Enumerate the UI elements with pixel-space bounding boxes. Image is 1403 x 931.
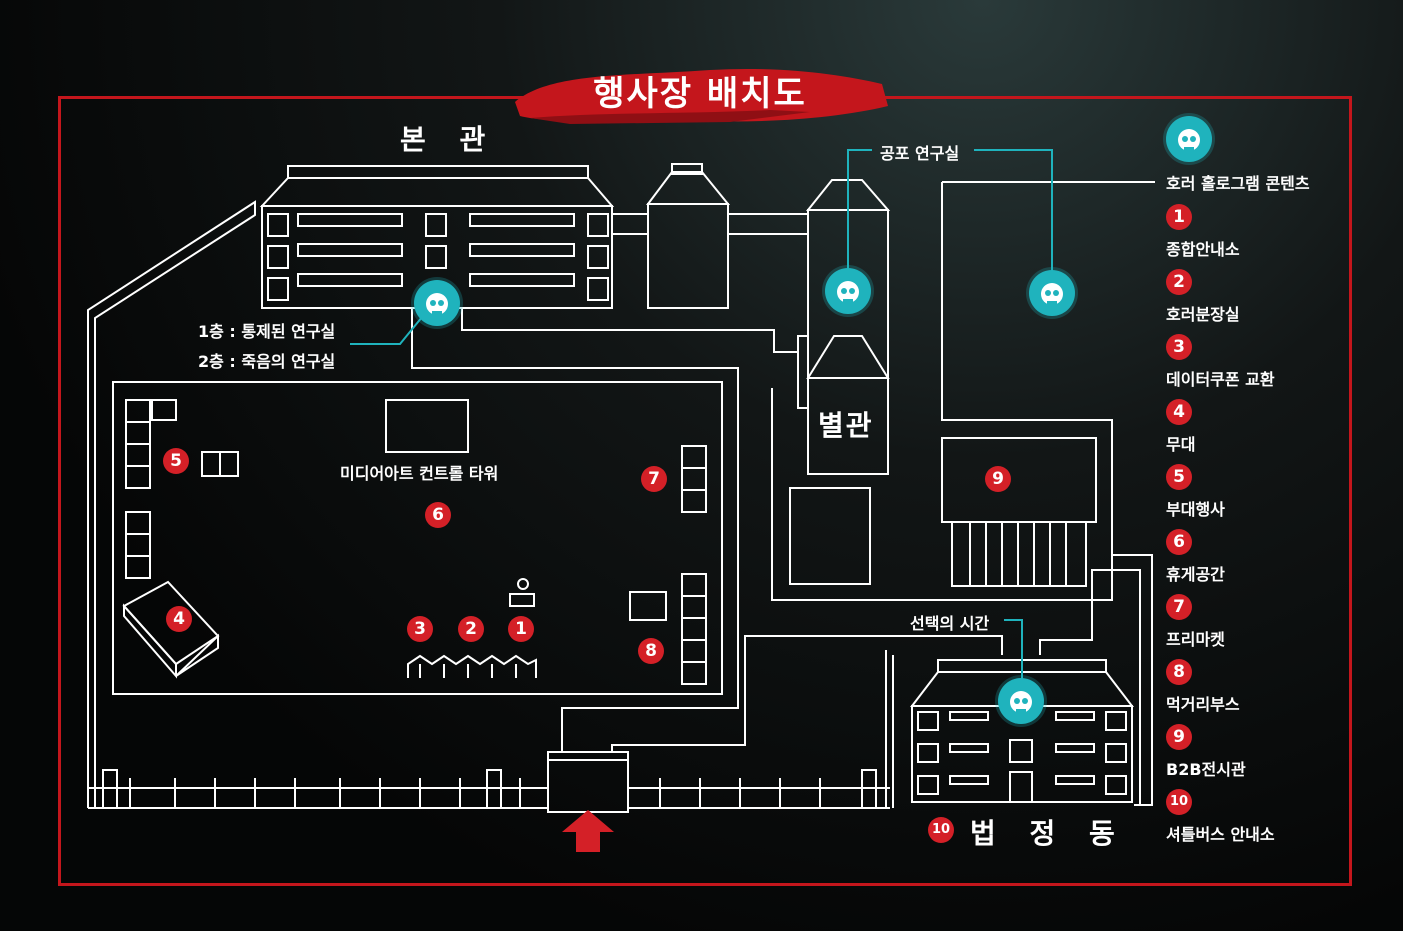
horror-hologram-icon — [414, 280, 460, 326]
legend-badge-9: 9 — [1166, 724, 1192, 750]
legend-badge-4: 4 — [1166, 399, 1192, 425]
map-badge-8: 8 — [638, 638, 664, 664]
legend-badge-2: 2 — [1166, 269, 1192, 295]
legend-label-6: 휴게공간 — [1166, 565, 1225, 584]
legend-badge-8: 8 — [1166, 659, 1192, 685]
legend-badge-7: 7 — [1166, 594, 1192, 620]
map-badge-10: 10 — [928, 817, 954, 843]
legend-badge-10: 10 — [1166, 789, 1192, 815]
fear-lab-label: 공포 연구실 — [880, 144, 960, 163]
floor2-label: 2층 : 죽음의 연구실 — [198, 352, 336, 371]
court-label: 법 정 동 — [970, 817, 1127, 850]
map-badge-5: 5 — [163, 448, 189, 474]
legend-label-7: 프리마켓 — [1166, 630, 1225, 649]
legend-label-8: 먹거리부스 — [1166, 695, 1240, 714]
map-badge-9: 9 — [985, 466, 1011, 492]
horror-hologram-icon — [998, 678, 1044, 724]
horror-hologram-icon — [1029, 270, 1075, 316]
map-badge-2: 2 — [458, 616, 484, 642]
left-fence — [87, 200, 256, 808]
main-hall-label: 본 관 — [400, 123, 498, 156]
floor1-label: 1층 : 통제된 연구실 — [198, 322, 336, 341]
legend-label-1: 종합안내소 — [1166, 240, 1240, 259]
legend-label-9: B2B전시관 — [1166, 760, 1246, 779]
legend-badge-3: 3 — [1166, 334, 1192, 360]
legend-label-4: 무대 — [1166, 435, 1196, 454]
media-tower-label: 미디어아트 컨트롤 타워 — [340, 464, 499, 483]
legend-label-10: 셔틀버스 안내소 — [1166, 825, 1275, 844]
legend-horror-icon — [1166, 116, 1212, 162]
legend-horror-label: 호러 홀로그램 콘텐츠 — [1166, 174, 1310, 193]
legend-badge-5: 5 — [1166, 464, 1192, 490]
horror-hologram-icon — [825, 268, 871, 314]
legend-badge-6: 6 — [1166, 529, 1192, 555]
map-badge-7: 7 — [641, 466, 667, 492]
legend-label-5: 부대행사 — [1166, 500, 1225, 519]
map-badge-3: 3 — [407, 616, 433, 642]
title-brush-stroke — [515, 68, 888, 124]
map-badge-4: 4 — [166, 606, 192, 632]
legend-label-3: 데이터쿠폰 교환 — [1166, 370, 1275, 389]
entrance-arrow — [562, 810, 614, 852]
annex-label: 별관 — [818, 409, 874, 442]
legend-badge-1: 1 — [1166, 204, 1192, 230]
page-title: 행사장 배치도 — [593, 74, 807, 114]
legend-label-2: 호러분장실 — [1166, 305, 1240, 324]
map-badge-6: 6 — [425, 502, 451, 528]
map-badge-1: 1 — [508, 616, 534, 642]
choice-time-label: 선택의 시간 — [910, 614, 990, 633]
